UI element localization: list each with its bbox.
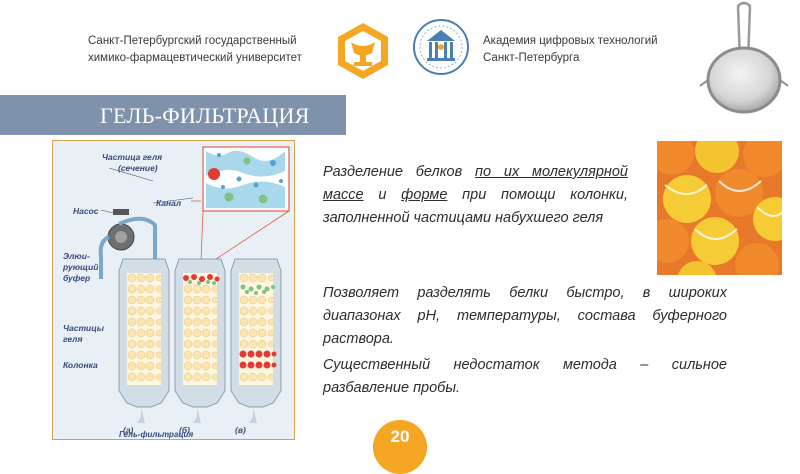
label-pump: Насос: [73, 206, 99, 216]
column-a: (а): [118, 258, 170, 435]
academy-name: Академия цифровых технологий Санкт-Петер…: [483, 33, 703, 67]
university-name-line2: химико-фармацевтический университет: [88, 52, 302, 64]
label-eluent-1: Элюи-: [63, 251, 90, 261]
label-channel: Канал: [156, 198, 182, 208]
label-eluent-2: рующий: [62, 262, 99, 272]
academy-logo-icon: [413, 19, 469, 75]
tennis-balls-icon: [657, 141, 782, 275]
definition-text-3: при помощи колонки, заполненной частицам…: [323, 187, 628, 226]
label-column: Колонка: [63, 360, 98, 370]
definition-link-mass[interactable]: по их молекулярной массе: [323, 164, 628, 203]
label-column-c: (в): [235, 425, 246, 435]
page-number: 20: [390, 427, 410, 446]
label-column-b: (б): [179, 425, 190, 435]
definition-text-2: и: [363, 187, 402, 203]
label-particles-2: геля: [63, 334, 82, 344]
tennis-balls-image: [657, 141, 782, 275]
label-eluent-3: буфер: [63, 273, 90, 283]
diagram-caption: Гель-фильтрация: [119, 430, 193, 439]
advantage-paragraph: Позволяет разделять белки быстро, в широ…: [323, 285, 727, 347]
academy-name-line2: Санкт-Петербурга: [483, 52, 580, 64]
gel-section-inset: [191, 146, 290, 262]
column-b: (б): [174, 258, 226, 435]
definition-paragraph: Разделение белков по их молекулярной мас…: [323, 161, 628, 230]
definition-text-1: Разделение белков: [323, 164, 476, 180]
column-c: (в): [230, 258, 282, 435]
university-name: Санкт-Петербургский государственный хими…: [88, 33, 338, 67]
label-column-a: (а): [123, 425, 134, 435]
definition-link-shape[interactable]: форме: [401, 187, 448, 203]
pump: [98, 209, 157, 279]
slide-title-bar: ГЕЛЬ-ФИЛЬТРАЦИЯ: [0, 95, 346, 135]
university-logo-icon: [338, 23, 388, 79]
slide-title: ГЕЛЬ-ФИЛЬТРАЦИЯ: [100, 103, 310, 128]
gel-filtration-diagram: Частица геля (сечение) Канал Насос Элюи-…: [52, 140, 295, 440]
academy-name-line1: Академия цифровых технологий: [483, 35, 658, 47]
label-particles-1: Частицы: [63, 323, 105, 333]
label-section: (сечение): [118, 163, 158, 173]
gel-filtration-illustration: Частица геля (сечение) Канал Насос Элюи-…: [62, 146, 290, 439]
page-number-badge: 20: [373, 420, 427, 474]
sieve-image: [699, 1, 789, 114]
university-name-line1: Санкт-Петербургский государственный: [88, 35, 297, 47]
label-gel-particle: Частица геля: [102, 152, 162, 162]
drawback-paragraph: Существенный недостаток метода – сильное…: [323, 357, 727, 396]
